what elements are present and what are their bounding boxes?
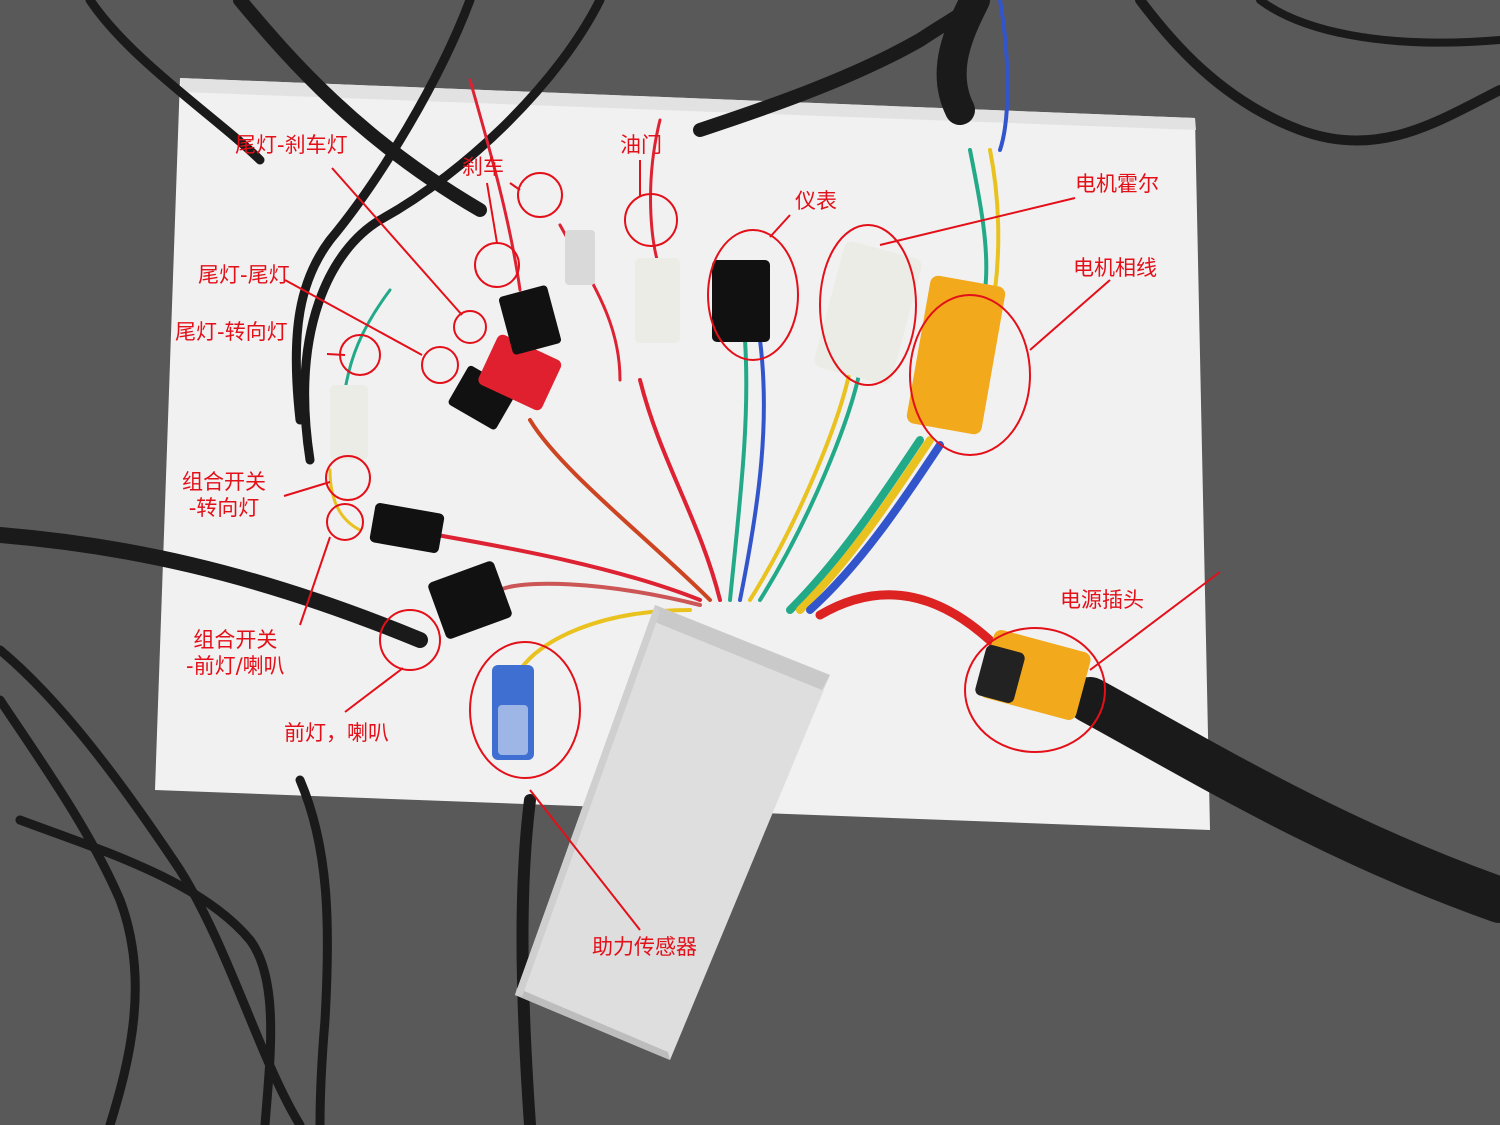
label-tail-tail-light: 尾灯-尾灯 <box>198 263 290 287</box>
circle-combo-turn <box>325 455 371 501</box>
circle-assist-sensor <box>469 641 581 779</box>
label-combo-switch-turn-line1: 组合开关 <box>182 470 266 494</box>
label-combo-switch-turn-line2: -转向灯 <box>188 496 260 520</box>
label-motor-hall: 电机霍尔 <box>1075 172 1159 196</box>
label-tail-turn-signal: 尾灯-转向灯 <box>175 320 288 344</box>
circle-tail-tail-light <box>421 346 459 384</box>
label-combo-switch-head-line2: -前灯/喇叭 <box>186 654 285 678</box>
label-motor-phase: 电机相线 <box>1073 256 1157 280</box>
label-combo-switch-turn: 组合开关 -转向灯 <box>182 469 266 521</box>
controller-box <box>515 605 830 1060</box>
circle-motor-phase <box>909 294 1031 456</box>
connectors <box>330 230 1091 760</box>
label-combo-switch-head: 组合开关 -前灯/喇叭 <box>186 627 285 679</box>
label-meter: 仪表 <box>795 189 837 213</box>
annotation-marks <box>325 172 1106 779</box>
label-power-plug: 电源插头 <box>1060 588 1144 612</box>
circle-brake-a <box>517 172 563 218</box>
label-combo-switch-head-line1: 组合开关 <box>193 628 278 652</box>
label-brake: 刹车 <box>462 155 504 179</box>
label-throttle: 油门 <box>620 133 662 157</box>
label-assist-sensor: 助力传感器 <box>592 935 697 959</box>
circle-power-plug <box>964 627 1106 753</box>
circle-motor-hall <box>819 224 917 386</box>
label-headlight-horn: 前灯，喇叭 <box>284 721 389 745</box>
label-tail-brake-light: 尾灯-刹车灯 <box>235 133 348 157</box>
circle-combo-head <box>326 503 364 541</box>
circle-meter <box>707 229 799 361</box>
annotation-leaders <box>283 160 1221 931</box>
circle-headlight-horn <box>379 609 441 671</box>
circle-tail-brake-light <box>453 310 487 344</box>
circle-throttle <box>624 193 678 247</box>
